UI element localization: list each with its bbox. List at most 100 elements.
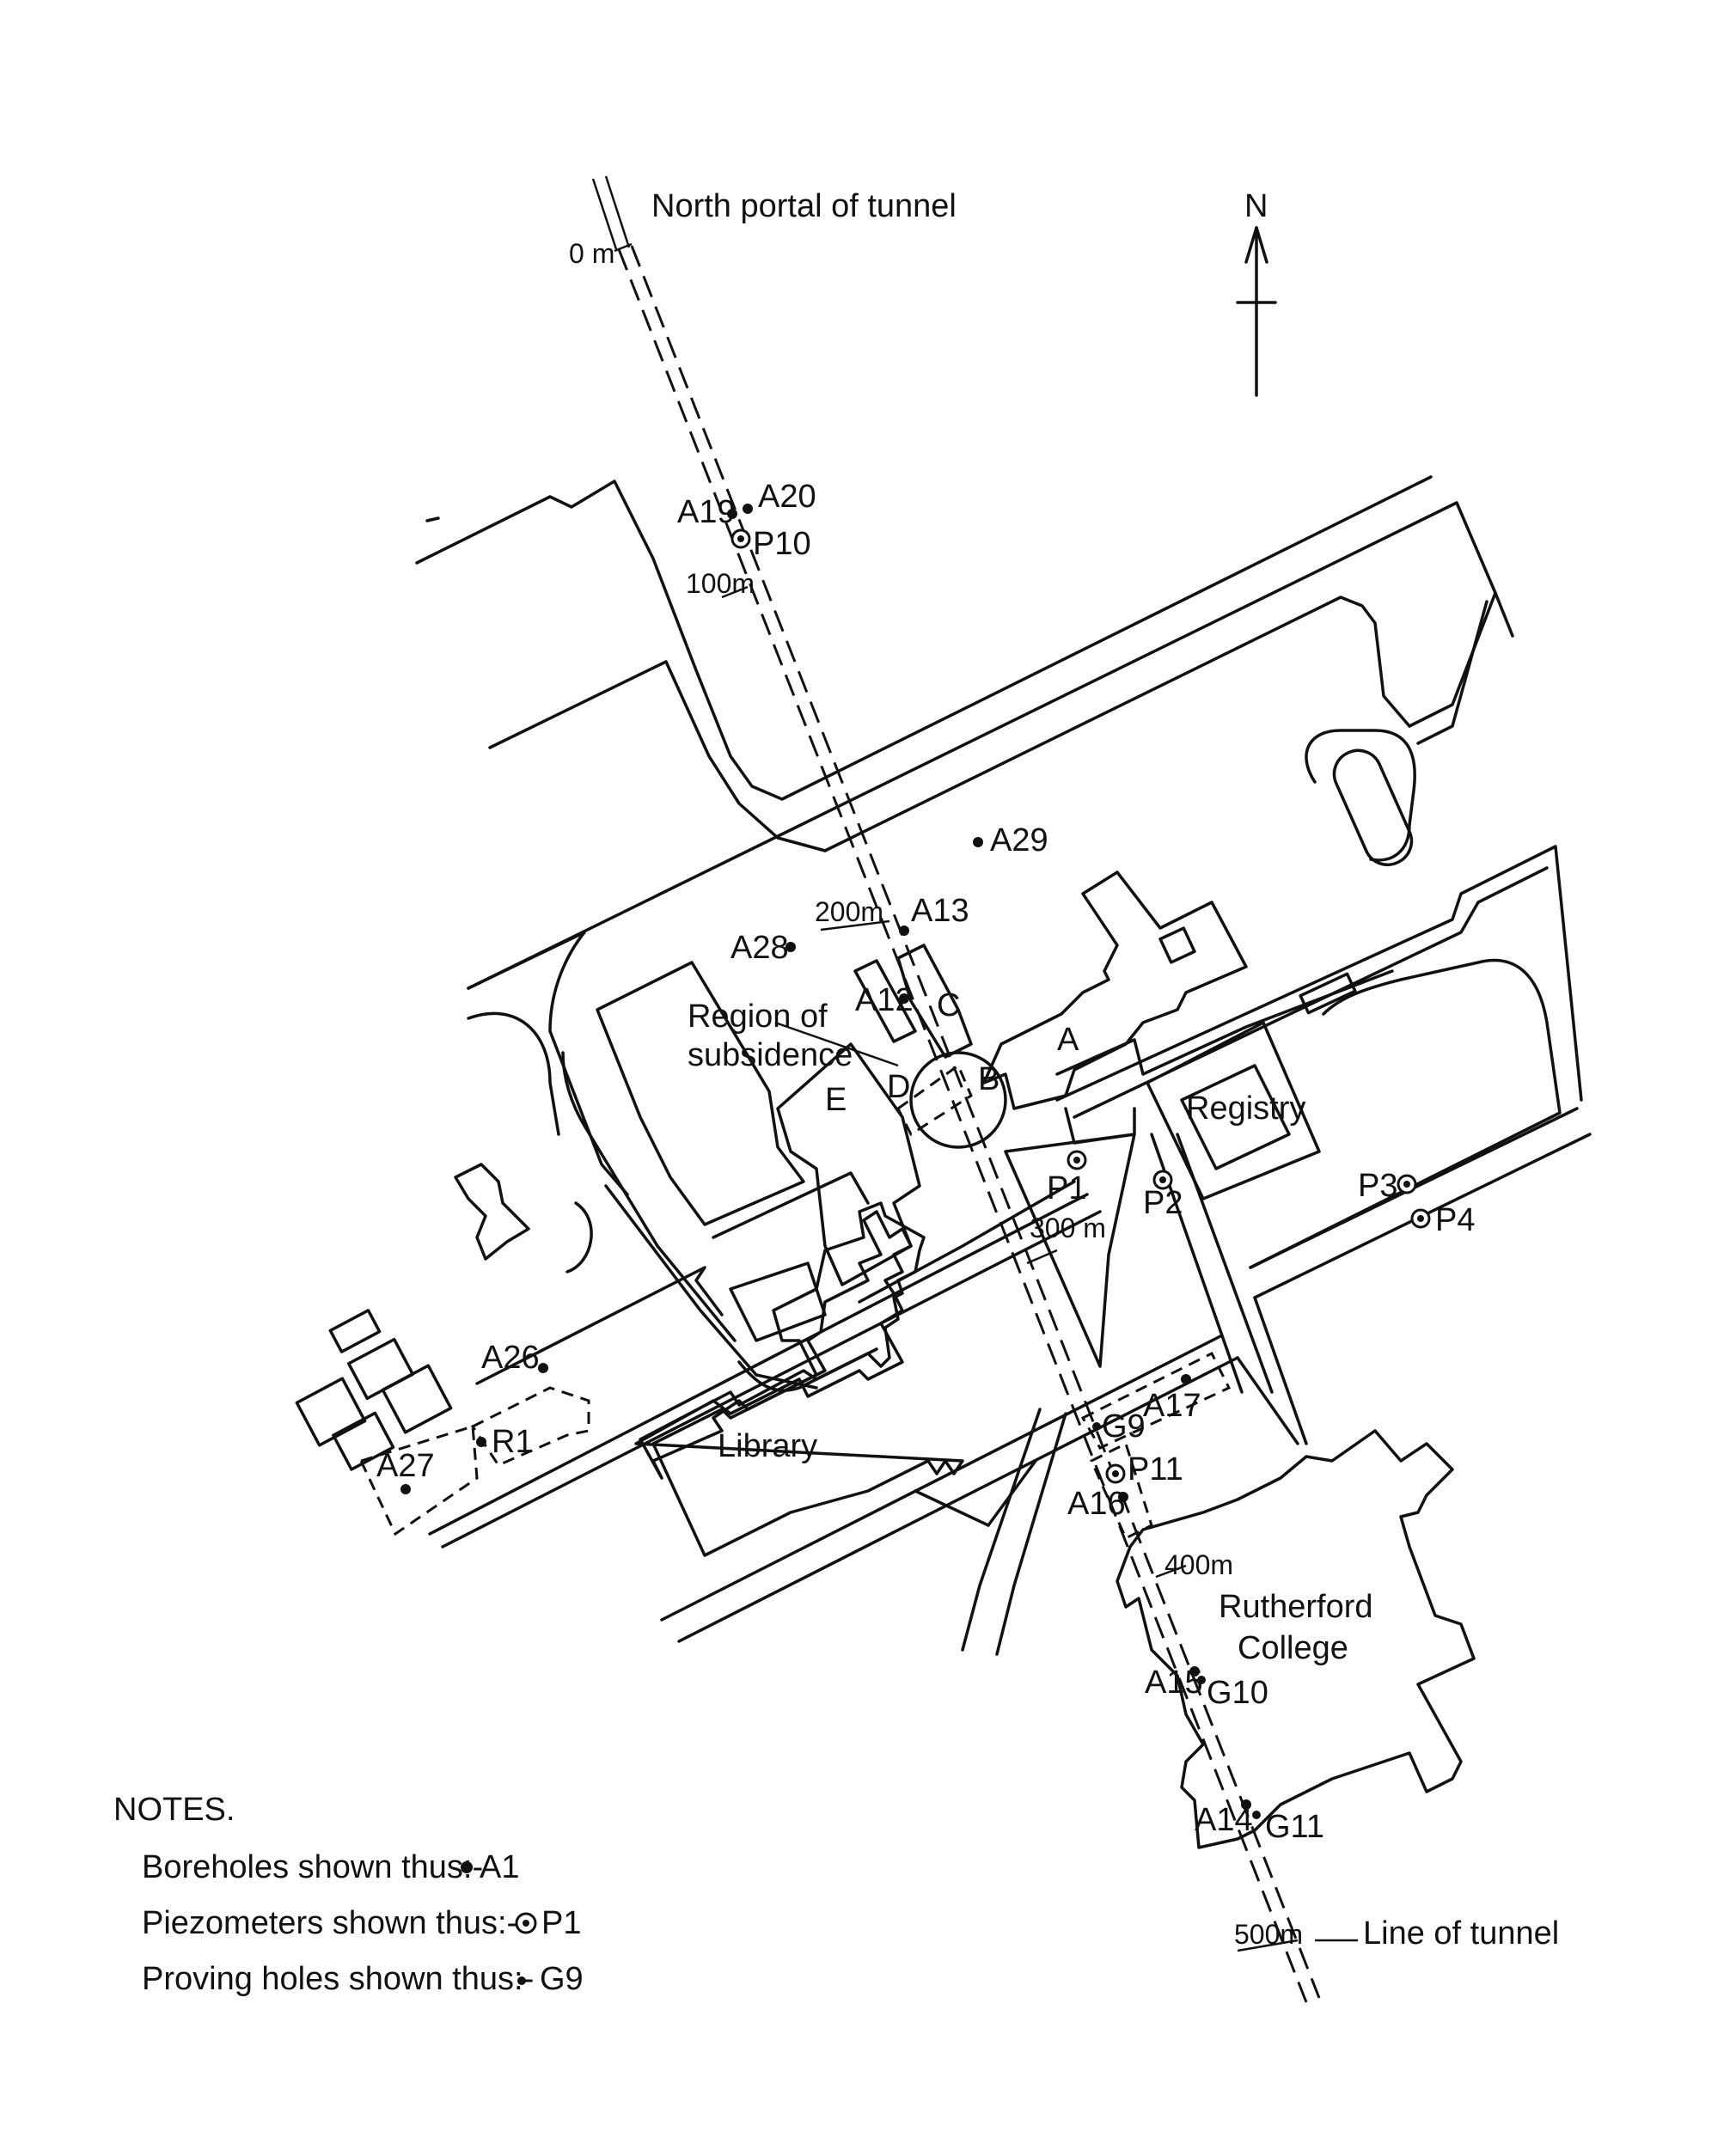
notes-proving-example: G9 (540, 1961, 584, 1997)
road-sw-5 (858, 1180, 1076, 1304)
label-p1: P1 (1047, 1170, 1086, 1206)
label-zone-c: C (937, 987, 960, 1023)
proving-hole-markers (1092, 1422, 1261, 1819)
marker-p3-core (1403, 1181, 1410, 1188)
road-spine-3 (604, 1184, 818, 1390)
tick-300 (1026, 1249, 1058, 1265)
label-chainage-100: 100m (686, 568, 755, 599)
tick-200 (820, 919, 890, 932)
hut-1 (328, 1309, 382, 1353)
label-region-2: subsidence (688, 1037, 853, 1073)
building-c (896, 944, 973, 1059)
portal-line-2 (604, 175, 631, 248)
label-g10: G10 (1207, 1675, 1268, 1711)
hut-4 (295, 1377, 367, 1447)
notes-borehole-example: A1 (480, 1849, 519, 1885)
marker-p11-core (1112, 1470, 1119, 1477)
marker-p4-core (1417, 1215, 1424, 1222)
marker-a27 (400, 1484, 411, 1494)
label-line-of-tunnel: Line of tunnel (1363, 1915, 1559, 1952)
tunnel (591, 175, 1321, 2003)
label-library: Library (718, 1428, 817, 1464)
building-a (982, 870, 1248, 1110)
label-a20: A20 (758, 479, 816, 515)
tick-400 (1155, 1564, 1187, 1579)
notes-boreholes: Boreholes shown thus:- (142, 1849, 483, 1885)
building-library (639, 1201, 926, 1480)
road-west-2 (712, 1171, 870, 1239)
marker-p1-core (1073, 1157, 1080, 1164)
piezometer-markers (730, 528, 1431, 1484)
north-letter: N (1244, 188, 1268, 224)
label-a12: A12 (855, 982, 914, 1018)
legend-proving-icon (517, 1976, 526, 1985)
hut-2 (346, 1337, 415, 1401)
north-arrow: N (1236, 188, 1277, 397)
label-rutherford-2: College (1238, 1630, 1348, 1666)
label-zone-a: A (1057, 1022, 1079, 1058)
marker-g11 (1252, 1811, 1261, 1819)
building-block-west (596, 961, 805, 1226)
marker-a17 (1181, 1374, 1191, 1384)
label-chainage-300: 300 m (1030, 1213, 1106, 1243)
label-registry: Registry (1186, 1090, 1305, 1127)
marker-p2-core (1159, 1176, 1166, 1183)
label-region-1: Region of (688, 999, 828, 1035)
label-a19: A19 (677, 494, 736, 530)
road-sw-4 (677, 1356, 1239, 1643)
marker-a29 (973, 837, 983, 847)
road-west-loop (467, 1011, 593, 1274)
road-ns-4 (1236, 1356, 1299, 1445)
building-registry-outer (1146, 1021, 1321, 1200)
notes-piezometers: Piezometers shown thus:- (142, 1905, 517, 1941)
notes-title: NOTES. (113, 1792, 235, 1828)
road-north-edge-5 (1408, 591, 1497, 728)
road-spine-2 (561, 1051, 737, 1342)
road-south-stub-1 (914, 1489, 990, 1527)
notes-legend: NOTES. Boreholes shown thus:- A1 Piezome… (113, 1792, 584, 1997)
road-sw-2 (428, 1193, 1089, 1536)
marker-g10 (1197, 1676, 1206, 1684)
road-north-edge-2 (488, 660, 827, 852)
road-north-edge-3 (823, 596, 1411, 852)
building-rutherford (1116, 1429, 1476, 1849)
notes-piezometer-example: P1 (541, 1905, 581, 1941)
marker-a20 (743, 504, 753, 514)
road-west-3 (729, 1261, 827, 1342)
label-p11: P11 (1128, 1451, 1183, 1487)
boundary-a17 (1080, 1351, 1232, 1450)
label-chainage-200: 200m (815, 896, 883, 927)
label-a16: A16 (1067, 1486, 1126, 1522)
subsidence-circle (909, 1051, 1007, 1149)
road-east-block (1249, 958, 1562, 1269)
label-g9: G9 (1102, 1408, 1146, 1445)
road-sw-1 (441, 1210, 1102, 1549)
label-north-portal: North portal of tunnel (651, 188, 957, 224)
road-north-edge-4 (467, 501, 1514, 990)
boundary-a26 (470, 1386, 590, 1467)
oval-feature (1332, 748, 1414, 867)
legend-piezometer-core (523, 1920, 529, 1927)
building-library-main (634, 1210, 964, 1557)
label-p3: P3 (1358, 1168, 1397, 1204)
marker-a15 (1189, 1666, 1200, 1677)
label-a26: A26 (481, 1340, 540, 1376)
chainage-ticks (721, 585, 1358, 1952)
marker-a14 (1241, 1799, 1251, 1810)
road-south-stub-3 (961, 1408, 1042, 1652)
label-zone-b: B (978, 1061, 999, 1097)
label-p10: P10 (753, 526, 811, 562)
map-labels: North portal of tunnel 0 m 100m 200m 300… (376, 188, 1559, 1952)
label-p4: P4 (1435, 1202, 1475, 1238)
tick-100 (721, 585, 749, 599)
north-arrow-head (1244, 226, 1268, 264)
borehole-markers (400, 504, 1251, 1810)
tick-500 (1237, 1939, 1299, 1952)
label-chainage-400: 400m (1164, 1549, 1233, 1580)
notes-proving: Proving holes shown thus:- (142, 1961, 534, 1997)
portal-end (614, 242, 633, 253)
label-chainage-500: 500m (1234, 1919, 1303, 1950)
label-r1: R1 (492, 1424, 534, 1460)
label-a28: A28 (730, 930, 789, 966)
